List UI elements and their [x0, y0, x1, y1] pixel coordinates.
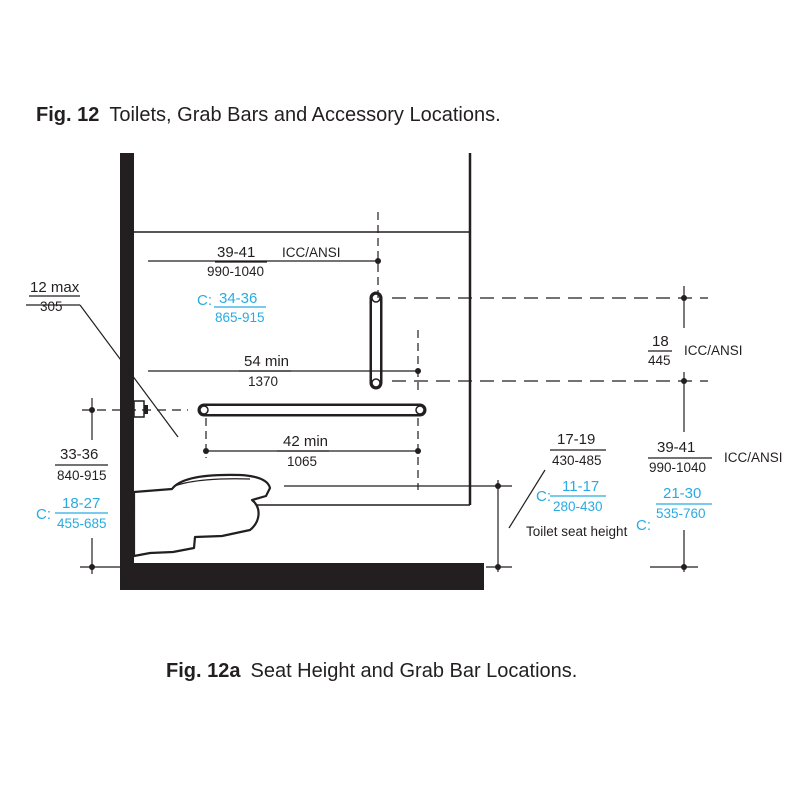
dim-rear-bar-min: 54 min 1370	[244, 353, 289, 389]
dim-label: 18	[652, 333, 669, 350]
vertical-grab-bar	[369, 291, 383, 390]
seat-height-caption: Toilet seat height	[526, 524, 628, 539]
dim-label: 39-41	[657, 439, 695, 456]
child-prefix: C:	[536, 488, 551, 505]
child-dim-label: 11-17	[562, 478, 599, 495]
floor	[120, 563, 484, 590]
fraction-bars	[29, 261, 712, 514]
dim-metric: 445	[648, 353, 671, 368]
toilet	[132, 473, 272, 558]
dim-label: 42 min	[283, 433, 328, 450]
dim-metric: 1065	[287, 454, 317, 469]
figure-subtitle-text: Seat Height and Grab Bar Locations.	[250, 660, 577, 682]
child-dim-metric: 535-760	[656, 506, 706, 521]
figure-subtitle-label: Fig. 12a	[166, 660, 241, 682]
dim-side-bar-reach: 39-41 ICC/ANSI 990-1040 C: 34-36 865-915	[197, 244, 341, 325]
dim-metric: 430-485	[552, 453, 602, 468]
child-dim-metric: 865-915	[215, 310, 265, 325]
figure-label: Fig. 12	[36, 104, 99, 126]
side-wall	[120, 153, 134, 590]
child-dim-label: 21-30	[663, 485, 701, 502]
dim-seat-height: 17-19 430-485 C: 11-17 280-430 Toilet se…	[526, 431, 628, 539]
dim-grab-bar-min: 42 min 1065	[283, 433, 328, 469]
figure-title: Fig. 12 Toilets, Grab Bars and Accessory …	[36, 104, 501, 126]
dim-dispenser-offset: 12 max 305	[30, 279, 80, 314]
paper-dispenser	[133, 400, 148, 418]
dim-rear-bar-spacing: 18 445 ICC/ANSI	[648, 333, 743, 368]
dim-label: 33-36	[60, 446, 98, 463]
dim-label: 54 min	[244, 353, 289, 370]
dim-standard: ICC/ANSI	[684, 343, 743, 358]
dim-metric: 840-915	[57, 468, 107, 483]
dim-rear-bar-height: 39-41 990-1040 ICC/ANSI C: 21-30 535-760	[636, 439, 783, 534]
side-grab-bar	[197, 403, 427, 417]
child-prefix: C:	[197, 292, 212, 309]
dim-standard: ICC/ANSI	[724, 450, 783, 465]
child-dim-label: 34-36	[219, 290, 257, 307]
child-dim-label: 18-27	[62, 495, 100, 512]
figure-title-text: Toilets, Grab Bars and Accessory Locatio…	[109, 104, 500, 126]
child-dim-metric: 280-430	[553, 499, 603, 514]
dim-label: 39-41	[217, 244, 255, 261]
dim-label: 17-19	[557, 431, 595, 448]
dim-metric: 990-1040	[207, 264, 264, 279]
figure-subtitle: Fig. 12a Seat Height and Grab Bar Locatio…	[166, 660, 577, 682]
child-prefix: C:	[36, 506, 51, 523]
dim-grab-bar-height: 33-36 840-915 C: 18-27 455-685	[36, 446, 107, 531]
dim-metric: 305	[40, 299, 63, 314]
dim-label: 12 max	[30, 279, 80, 296]
dim-metric: 990-1040	[649, 460, 706, 475]
dimension-dots	[89, 258, 687, 570]
dim-standard: ICC/ANSI	[282, 245, 341, 260]
child-dim-metric: 455-685	[57, 516, 107, 531]
child-prefix: C:	[636, 517, 651, 534]
dim-metric: 1370	[248, 374, 278, 389]
